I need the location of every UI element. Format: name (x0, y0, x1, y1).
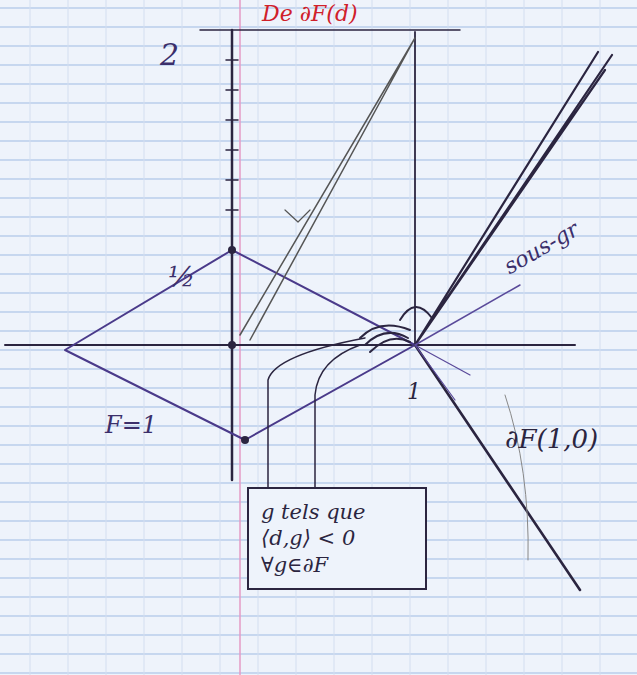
leader-line (315, 345, 360, 487)
point (228, 341, 236, 349)
ruled-line (0, 293, 637, 294)
note-text: g tels que ⟨d,g⟩ < 0 ∀g∈∂F (261, 499, 413, 578)
ruled-line (0, 635, 637, 636)
ruled-line (0, 369, 637, 370)
note-box: g tels que ⟨d,g⟩ < 0 ∀g∈∂F (247, 487, 427, 590)
axis-value: ½ (168, 262, 195, 293)
point (228, 246, 236, 254)
ruled-line (0, 27, 637, 28)
grid-line (600, 0, 601, 675)
grid-line (106, 0, 107, 675)
axis-ticks (226, 60, 238, 210)
heading: De ∂F(d) (262, 2, 358, 26)
point (241, 436, 249, 444)
subgradient-label: sous-gr (500, 217, 583, 279)
ruled-line (0, 597, 637, 598)
grid-line (448, 0, 449, 675)
ruled-line (0, 103, 637, 104)
axis-value: 1 (407, 380, 421, 404)
right-angle (285, 210, 310, 222)
ruled-line (0, 464, 637, 465)
level-label: F=1 (105, 412, 157, 438)
ruled-line (0, 198, 637, 199)
guide-arc (505, 395, 528, 560)
margin-line (239, 0, 241, 675)
ruled-line (0, 388, 637, 389)
descent-region (360, 326, 410, 353)
ruled-line (0, 483, 637, 484)
grid-line (144, 0, 145, 675)
ruled-line (0, 122, 637, 123)
cone-edge (415, 52, 612, 345)
ruled-line (0, 312, 637, 313)
axis-value: 2 (160, 38, 179, 71)
angle-arc (400, 307, 432, 320)
ruled-line (0, 65, 637, 66)
grid-line (68, 0, 69, 675)
grid-line (182, 0, 183, 675)
leader-line (268, 338, 365, 487)
grid-line (524, 0, 525, 675)
ruled-line (0, 46, 637, 47)
grid-line (562, 0, 563, 675)
grid-line (30, 0, 31, 675)
ruled-line (0, 673, 637, 674)
grid-line (220, 0, 221, 675)
ruled-line (0, 217, 637, 218)
ruled-line (0, 654, 637, 655)
ruled-line (0, 274, 637, 275)
ruled-line (0, 84, 637, 85)
ruled-line (0, 407, 637, 408)
subdifferential-label: ∂F(1,0) (505, 425, 598, 454)
top-line (200, 29, 460, 31)
ruled-line (0, 616, 637, 617)
x-axis (5, 344, 575, 346)
y-axis (231, 30, 234, 480)
direction-line (415, 345, 470, 400)
vertical-line (414, 32, 416, 345)
grid-line (486, 0, 487, 675)
ruled-line (0, 179, 637, 180)
cone-edge (415, 345, 580, 590)
triangle-side (240, 38, 415, 340)
level-set (65, 250, 415, 440)
